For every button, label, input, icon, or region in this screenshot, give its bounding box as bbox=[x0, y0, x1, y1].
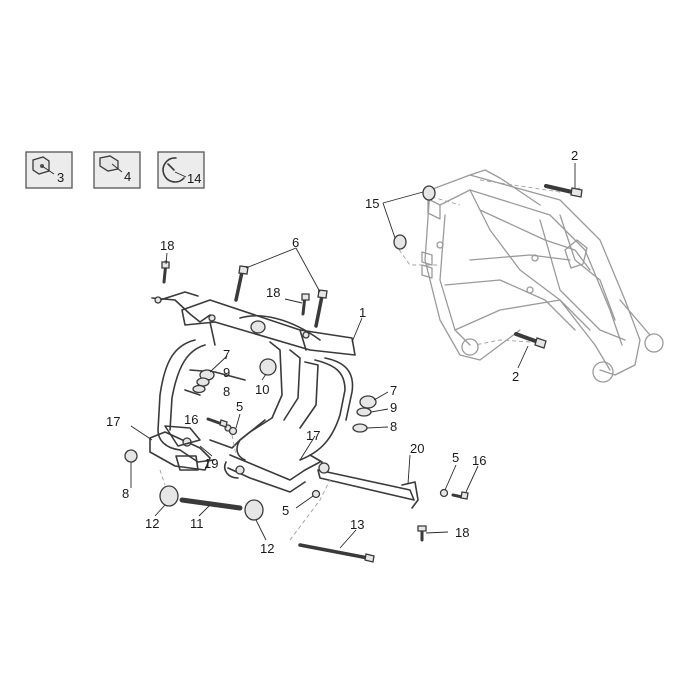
callout-16-right: 16 bbox=[472, 453, 486, 468]
callout-9-left: 9 bbox=[223, 365, 230, 380]
callout-16-left: 16 bbox=[184, 412, 198, 427]
part-16-bolt-right bbox=[451, 491, 469, 500]
callout-8-lower: 8 bbox=[122, 486, 129, 501]
callout-1: 1 bbox=[359, 305, 366, 320]
callout-12-left: 12 bbox=[145, 516, 159, 531]
callout-18-lower-right: 18 bbox=[455, 525, 469, 540]
callout-3: 3 bbox=[57, 170, 64, 185]
callout-6: 6 bbox=[292, 235, 299, 250]
callout-13: 13 bbox=[350, 517, 364, 532]
part-18-bolt-lower-right bbox=[417, 525, 427, 542]
kit-box-3 bbox=[25, 151, 73, 189]
part-9-right bbox=[356, 407, 372, 417]
part-20-stand bbox=[317, 462, 419, 509]
callout-20: 20 bbox=[410, 441, 424, 456]
part-18-bolt-top-center bbox=[301, 293, 310, 316]
part-13-long-bolt bbox=[298, 543, 375, 563]
callout-4: 4 bbox=[124, 169, 131, 184]
callout-5-upper: 5 bbox=[236, 399, 243, 414]
part-10-rubber bbox=[259, 358, 277, 376]
callout-15: 15 bbox=[365, 196, 379, 211]
part-7-right bbox=[359, 395, 377, 409]
callout-5-right: 5 bbox=[452, 450, 459, 465]
leader-lines bbox=[41, 163, 576, 549]
callout-18-top-left: 18 bbox=[160, 238, 174, 253]
callout-10: 10 bbox=[255, 382, 269, 397]
part-6-bolt-b bbox=[314, 289, 328, 328]
kit-box-4 bbox=[93, 151, 141, 189]
callout-2-lower: 2 bbox=[512, 369, 519, 384]
main-frame-ghost bbox=[421, 169, 664, 383]
part-15-bush-lower bbox=[393, 234, 407, 250]
part-11-pin bbox=[179, 497, 243, 511]
part-12-spacer-right bbox=[244, 499, 264, 521]
part-9-left bbox=[196, 377, 210, 387]
part-16-bolt-left bbox=[206, 417, 228, 428]
callout-11: 11 bbox=[190, 516, 204, 531]
part-5-washer-a bbox=[228, 426, 238, 436]
part-8-right bbox=[352, 423, 368, 433]
subframe-assembly bbox=[149, 291, 356, 493]
callout-12-right: 12 bbox=[260, 541, 274, 556]
callout-8-right: 8 bbox=[390, 419, 397, 434]
part-8-left bbox=[192, 384, 206, 394]
callout-8-left: 8 bbox=[223, 384, 230, 399]
part-18-bolt-top-left bbox=[161, 260, 170, 284]
part-12-spacer-left bbox=[159, 485, 179, 507]
callout-labels: 3 4 14 2 15 18 6 18 1 2 7 9 8 10 7 9 8 1… bbox=[57, 148, 578, 556]
callout-17-right: 17 bbox=[306, 428, 320, 443]
callout-9-right: 9 bbox=[390, 400, 397, 415]
part-8-lower bbox=[124, 449, 138, 463]
callout-18-top-center: 18 bbox=[266, 285, 280, 300]
part-2-bolt-upper bbox=[544, 184, 583, 198]
part-5-washer-b bbox=[311, 489, 321, 499]
callout-17-left: 17 bbox=[106, 414, 120, 429]
callout-19: 19 bbox=[204, 456, 218, 471]
part-15-bush-upper bbox=[422, 185, 436, 201]
callout-7-left: 7 bbox=[223, 347, 230, 362]
callout-2-upper: 2 bbox=[571, 148, 578, 163]
callout-5-lower: 5 bbox=[282, 503, 289, 518]
part-2-bolt-lower bbox=[514, 332, 547, 349]
upper-bush bbox=[250, 320, 266, 334]
kit-box-14 bbox=[157, 151, 205, 189]
part-5-washer-c bbox=[439, 488, 449, 498]
callout-7-right: 7 bbox=[390, 383, 397, 398]
part-6-bolt-a bbox=[234, 265, 249, 302]
callout-14: 14 bbox=[187, 171, 201, 186]
